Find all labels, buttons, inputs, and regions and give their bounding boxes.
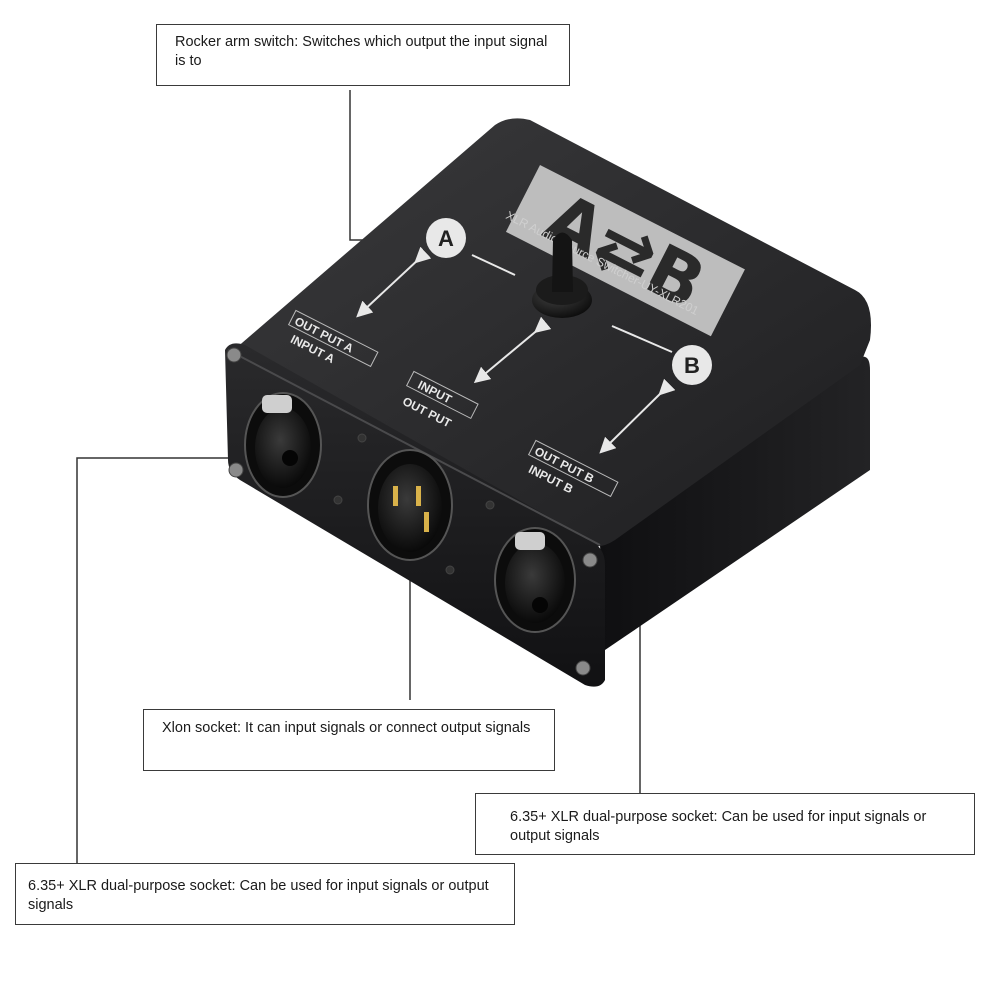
combo-socket-right[interactable] — [494, 527, 576, 633]
port-a-badge: A — [426, 218, 466, 258]
svg-text:A: A — [438, 226, 454, 251]
port-b-badge: B — [672, 345, 712, 385]
combo-socket-left[interactable] — [244, 392, 322, 498]
rocker-switch[interactable] — [532, 232, 592, 319]
device-right-side — [600, 356, 870, 650]
svg-text:B: B — [684, 353, 700, 378]
callout-combo-socket-left: 6.35+ XLR dual-purpose socket: Can be us… — [15, 863, 515, 925]
callout-xlr-socket: Xlon socket: It can input signals or con… — [143, 709, 555, 771]
callout-combo-socket-right: 6.35+ XLR dual-purpose socket: Can be us… — [475, 793, 975, 855]
callout-toggle-switch: Rocker arm switch: Switches which output… — [156, 24, 570, 86]
xlr-socket-center[interactable] — [367, 449, 453, 561]
screws — [226, 347, 598, 676]
signal-arrows — [356, 246, 676, 454]
